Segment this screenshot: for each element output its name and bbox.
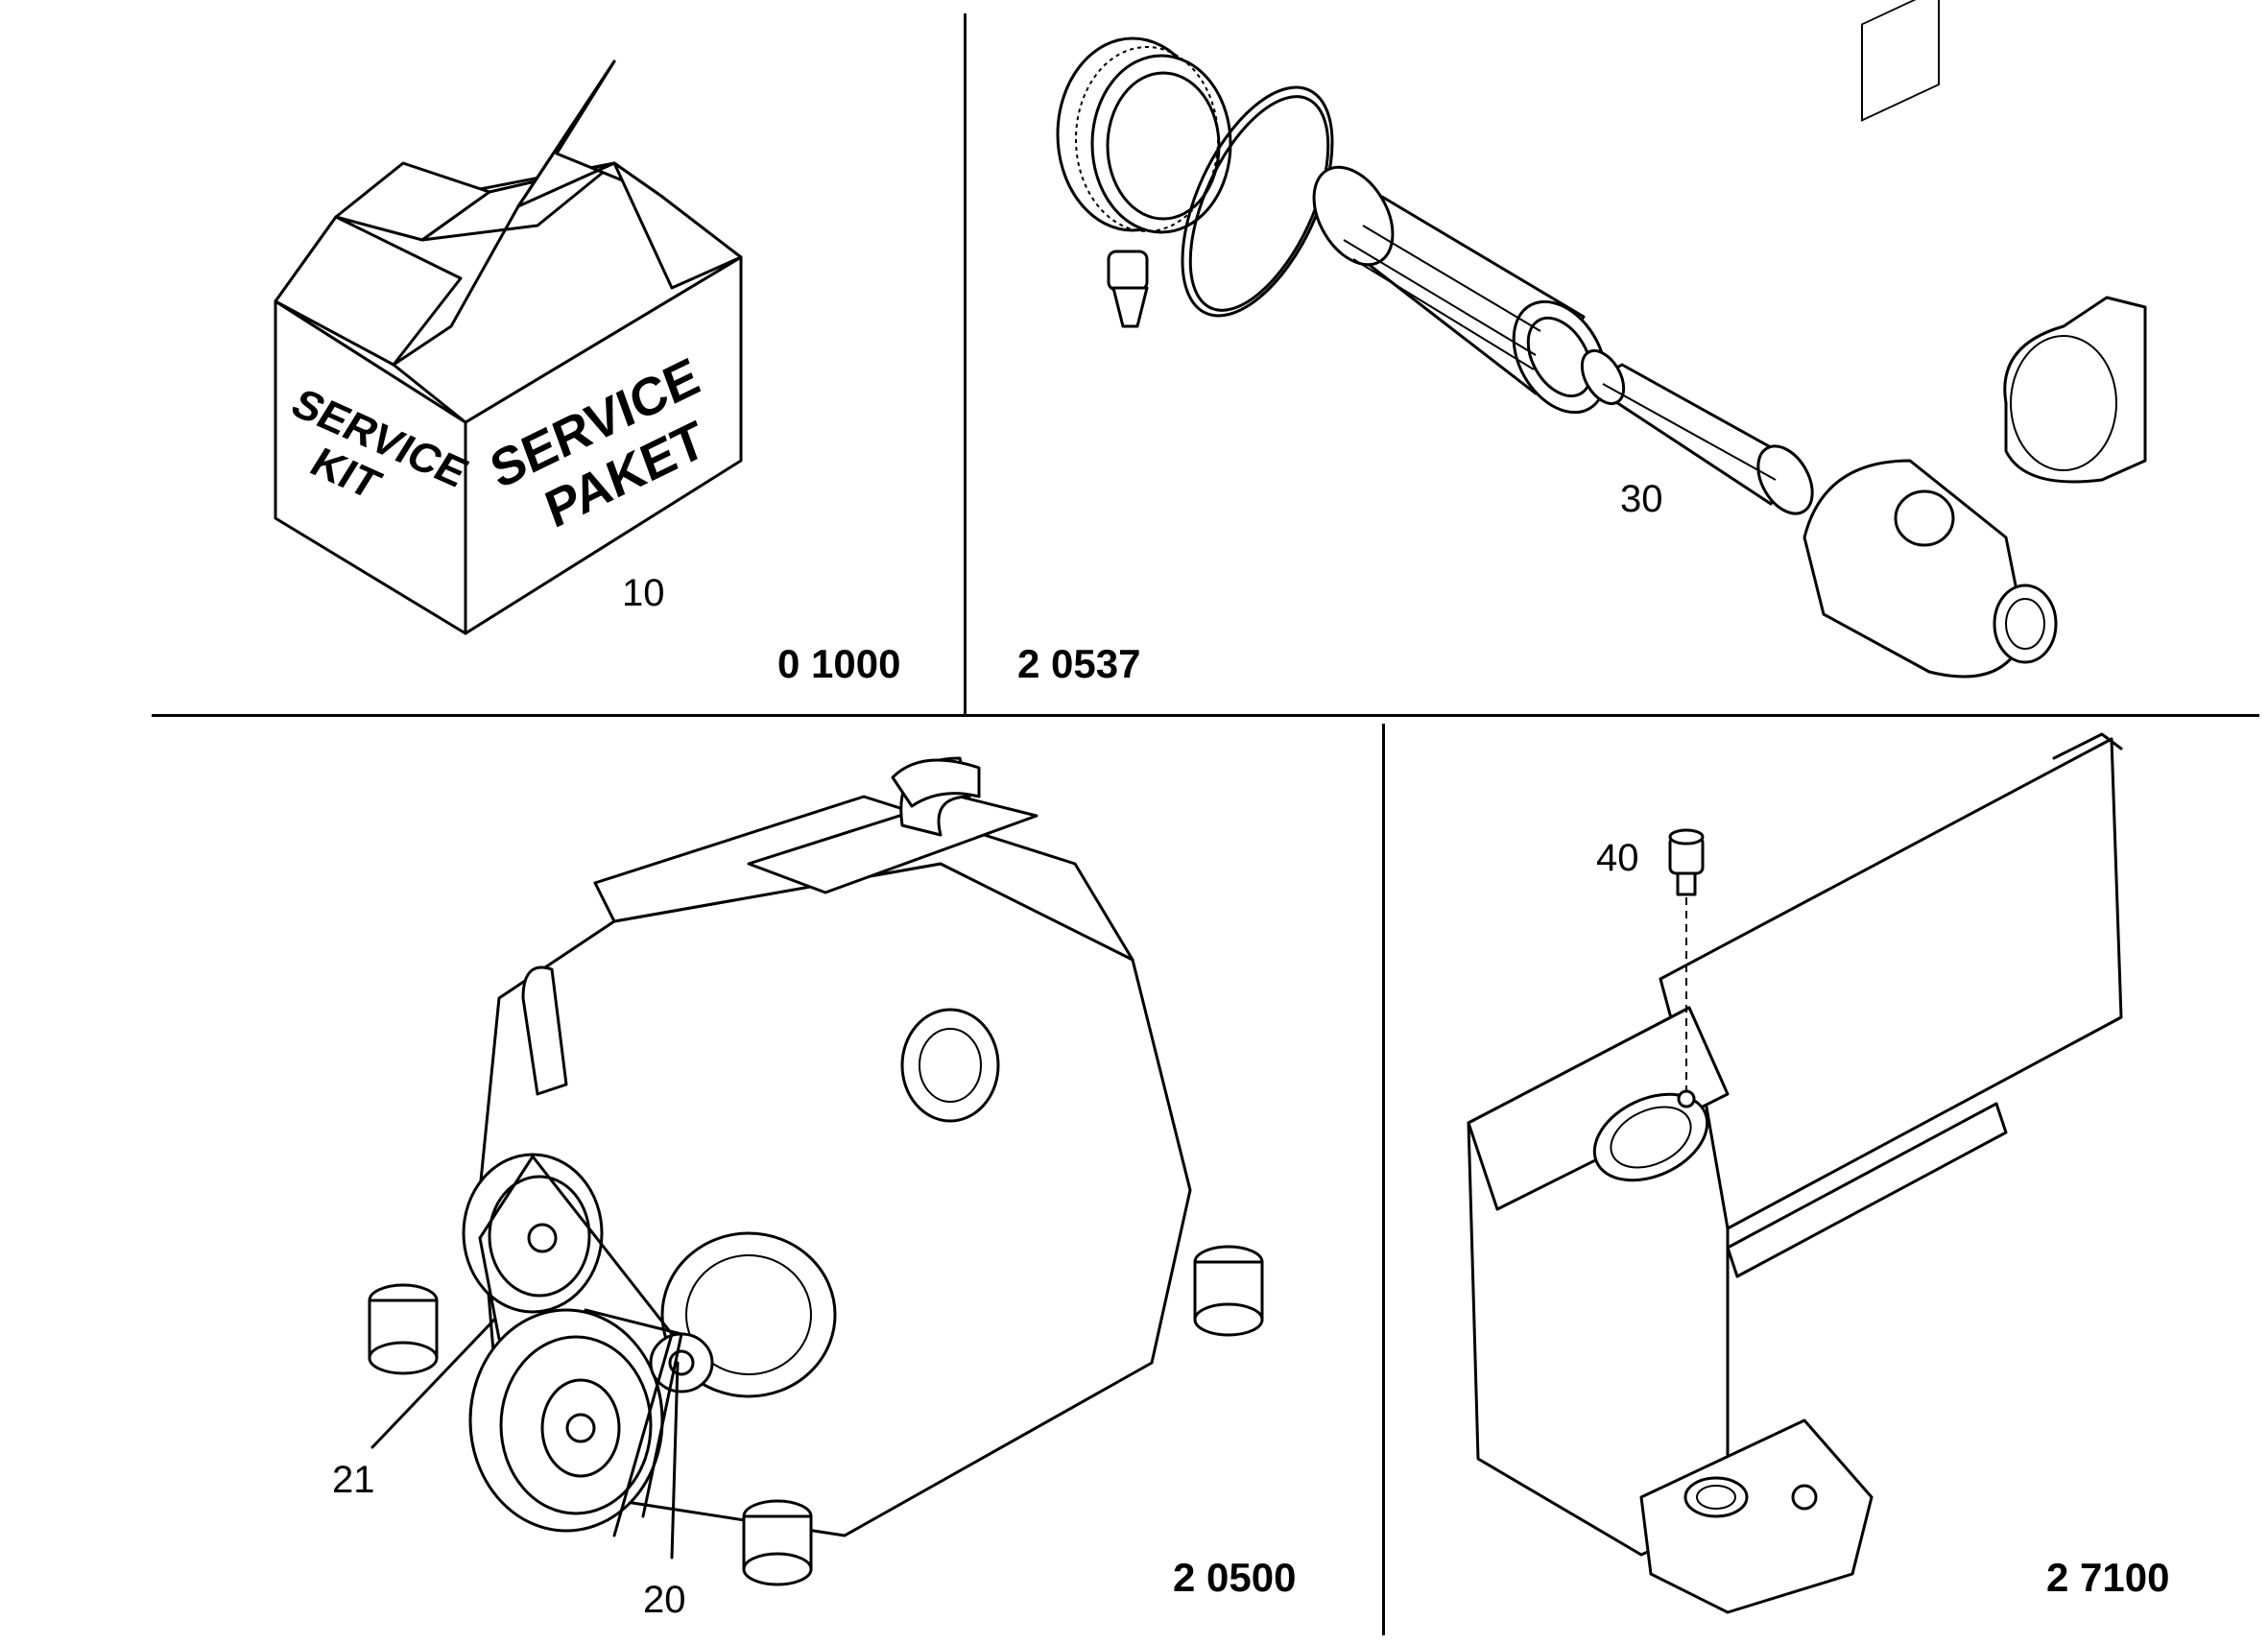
- leader-line-20: [670, 1361, 680, 1560]
- filter-cap-part: [1056, 36, 1232, 234]
- engine-mount-bottom: [742, 1499, 813, 1586]
- upper-pulley-part: [462, 1153, 604, 1314]
- v-belt-part: [478, 1155, 674, 1537]
- vertical-divider-bottom: [1382, 724, 1385, 1635]
- callout-10: 10: [622, 572, 665, 614]
- vacuator-valve-part: [1107, 250, 1149, 328]
- leader-line-21: [370, 1318, 496, 1449]
- filter-housing-part: [1802, 459, 2058, 679]
- mounting-clamp-part: [2003, 296, 2147, 484]
- callout-20: 20: [643, 1579, 686, 1621]
- engine-mount-right: [1193, 1245, 1264, 1337]
- group-code-2-7100: 2 7100: [2046, 1555, 2170, 1600]
- group-code-2-0537: 2 0537: [1017, 641, 1141, 686]
- main-filter-element-part: [1312, 165, 1608, 415]
- vertical-divider-top: [964, 13, 967, 715]
- engine-mount-left: [368, 1283, 439, 1375]
- horizontal-divider: [152, 714, 2259, 717]
- crankshaft-pulley-part: [468, 1308, 664, 1533]
- group-code-2-0500: 2 0500: [1173, 1555, 1297, 1600]
- frame-panel-part: [1659, 737, 2123, 1230]
- callout-40: 40: [1596, 837, 1639, 879]
- filler-cap-part: [1668, 828, 1705, 896]
- callout-21: 21: [332, 1459, 375, 1501]
- o-ring-part: [1181, 85, 1334, 318]
- group-code-0-1000: 0 1000: [777, 641, 901, 686]
- safety-filter-element-part: [1580, 349, 1814, 515]
- callout-30: 30: [1620, 478, 1663, 520]
